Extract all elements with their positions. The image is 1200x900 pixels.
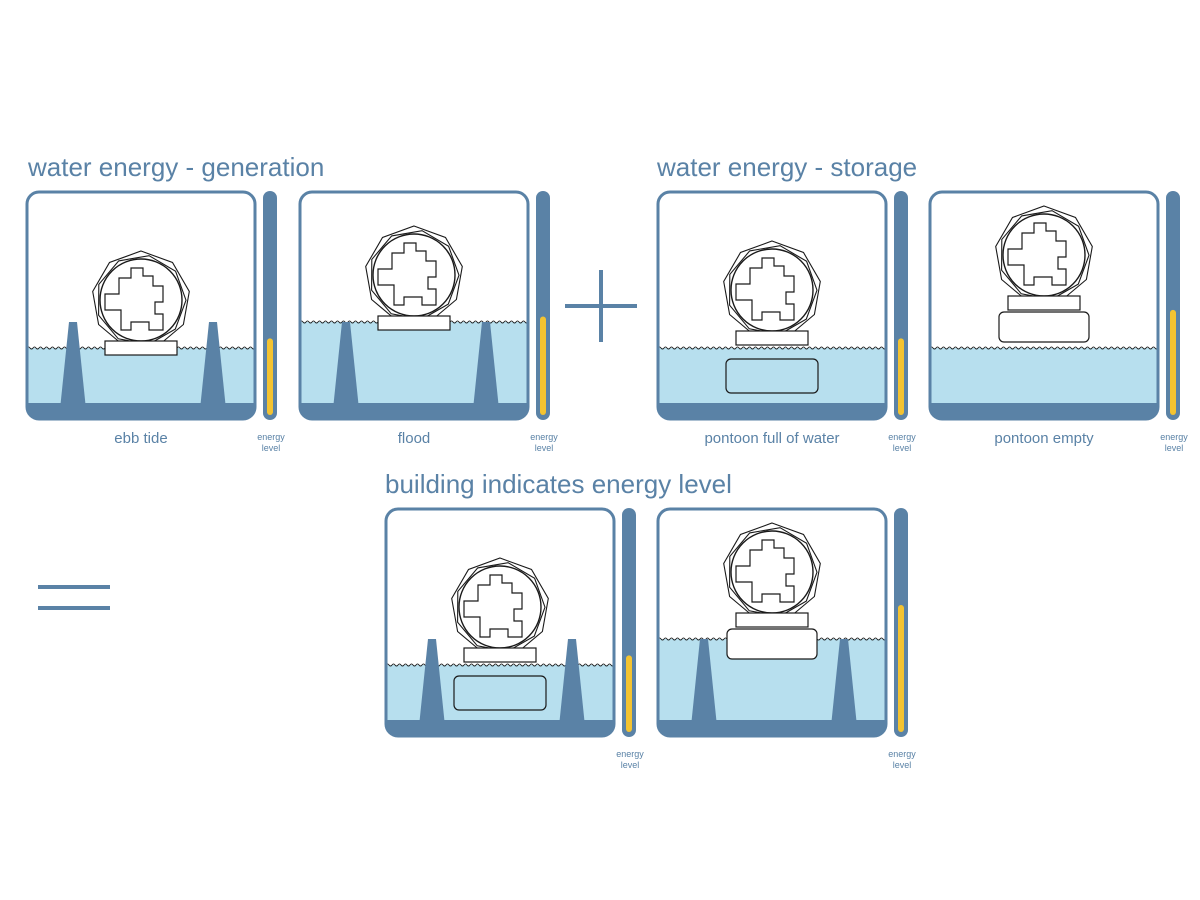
panel-frame <box>928 190 1160 421</box>
section-title-storage: water energy - storage <box>657 152 918 182</box>
seabed <box>658 720 886 736</box>
energy-meter-fill <box>626 655 632 732</box>
section-title-generation: water energy - generation <box>28 152 325 182</box>
equals-icon <box>38 585 110 610</box>
energy-meter-fill <box>267 338 273 415</box>
building-floorplan <box>104 267 164 331</box>
energy-meter <box>622 508 636 737</box>
energy-meter <box>536 191 550 420</box>
tidal-pier <box>472 322 500 419</box>
plus-icon <box>565 270 637 342</box>
energy-meter <box>1166 191 1180 420</box>
seabed <box>386 720 614 736</box>
panel-content <box>658 192 886 419</box>
panel-frame <box>298 190 530 421</box>
building-globe <box>458 565 542 649</box>
seabed <box>930 403 1158 419</box>
building-floorplan <box>377 242 437 306</box>
energy-meter-fill <box>898 604 904 732</box>
tidal-pier <box>558 639 586 736</box>
pontoon-buoyant <box>726 628 818 660</box>
pontoon-flooded <box>725 358 819 394</box>
panel-content <box>658 509 886 736</box>
tidal-pier <box>199 322 227 419</box>
building-floorplan <box>735 539 795 603</box>
tidal-pier <box>418 639 446 736</box>
water-surface <box>658 346 886 350</box>
panel-frame <box>656 507 888 738</box>
energy-meter-fill <box>898 338 904 415</box>
building-globe <box>730 248 814 332</box>
ebb-tide-scene <box>25 190 277 421</box>
building-base <box>104 340 178 356</box>
building-floorplan <box>735 257 795 321</box>
building-base <box>463 647 537 663</box>
panel-frame <box>384 507 616 738</box>
panel-content <box>386 509 614 736</box>
energy-meter-fill <box>1170 309 1176 415</box>
building-high-energy-scene <box>656 507 908 738</box>
pontoon-buoyant <box>998 311 1090 343</box>
building-globe <box>1002 213 1086 297</box>
building-base <box>735 612 809 628</box>
panel-frame <box>656 190 888 421</box>
building-floorplan <box>463 574 523 638</box>
building-floorplan <box>1007 222 1067 286</box>
energy-meter <box>263 191 277 420</box>
building-low-energy-scene <box>384 507 636 738</box>
pontoon-flooded <box>453 675 547 711</box>
panel-caption: flood <box>397 430 431 447</box>
water-surface <box>930 346 1158 350</box>
tidal-pier <box>830 639 858 736</box>
tidal-pier <box>690 639 718 736</box>
panel-content <box>300 192 528 419</box>
energy-meter <box>894 191 908 420</box>
panel-caption: ebb tide <box>114 430 168 447</box>
tidal-pier <box>59 322 87 419</box>
tidal-pier <box>332 322 360 419</box>
building-base <box>377 315 451 331</box>
building-globe <box>730 530 814 614</box>
seabed <box>300 403 528 419</box>
building-base <box>735 330 809 346</box>
pontoon-empty-scene <box>928 190 1180 421</box>
building-globe <box>372 233 456 317</box>
energy-meter-fill <box>540 316 546 415</box>
panel-caption: pontoon empty <box>994 430 1094 447</box>
building-globe <box>99 258 183 342</box>
panel-content <box>930 192 1158 419</box>
panel-caption: pontoon full of water <box>704 430 840 447</box>
panel-content <box>27 192 255 419</box>
seabed <box>27 403 255 419</box>
seabed <box>658 403 886 419</box>
flood-scene <box>298 190 550 421</box>
panel-frame <box>25 190 257 421</box>
section-title-building: building indicates energy level <box>385 469 732 499</box>
building-base <box>1007 295 1081 311</box>
pontoon-full-scene <box>656 190 908 421</box>
